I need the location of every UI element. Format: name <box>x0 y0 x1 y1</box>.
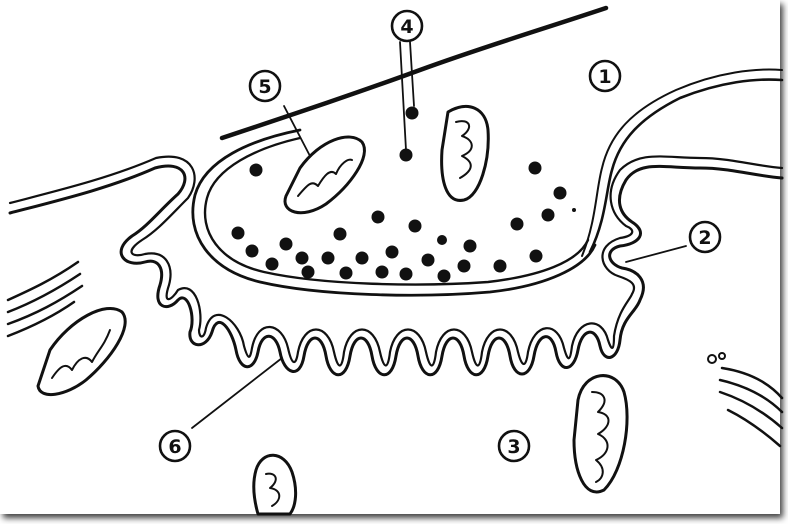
cell-membrane-outer <box>10 166 782 375</box>
label-2: 2 <box>690 222 720 252</box>
svg-text:2: 2 <box>698 227 711 249</box>
mitochondrion-5 <box>285 137 364 213</box>
mitochondrion-left <box>38 308 125 394</box>
label-3: 3 <box>499 431 529 461</box>
nucleus-inner <box>205 138 588 285</box>
mitochondrion-upper <box>442 106 489 200</box>
mitochondrion-right <box>574 376 627 492</box>
svg-text:1: 1 <box>598 66 611 88</box>
apical-membrane-upper <box>590 80 782 252</box>
svg-text:5: 5 <box>258 76 271 98</box>
label-5: 5 <box>250 71 280 101</box>
mitochondrion-bottom <box>254 455 296 514</box>
label-1: 1 <box>590 61 620 91</box>
label-6: 6 <box>160 431 190 461</box>
svg-text:3: 3 <box>507 436 520 458</box>
diagram-frame: 1 2 3 4 5 6 <box>0 0 780 514</box>
er-right <box>708 353 782 446</box>
svg-text:4: 4 <box>400 16 413 38</box>
svg-text:6: 6 <box>168 436 181 458</box>
label-4: 4 <box>392 11 422 41</box>
